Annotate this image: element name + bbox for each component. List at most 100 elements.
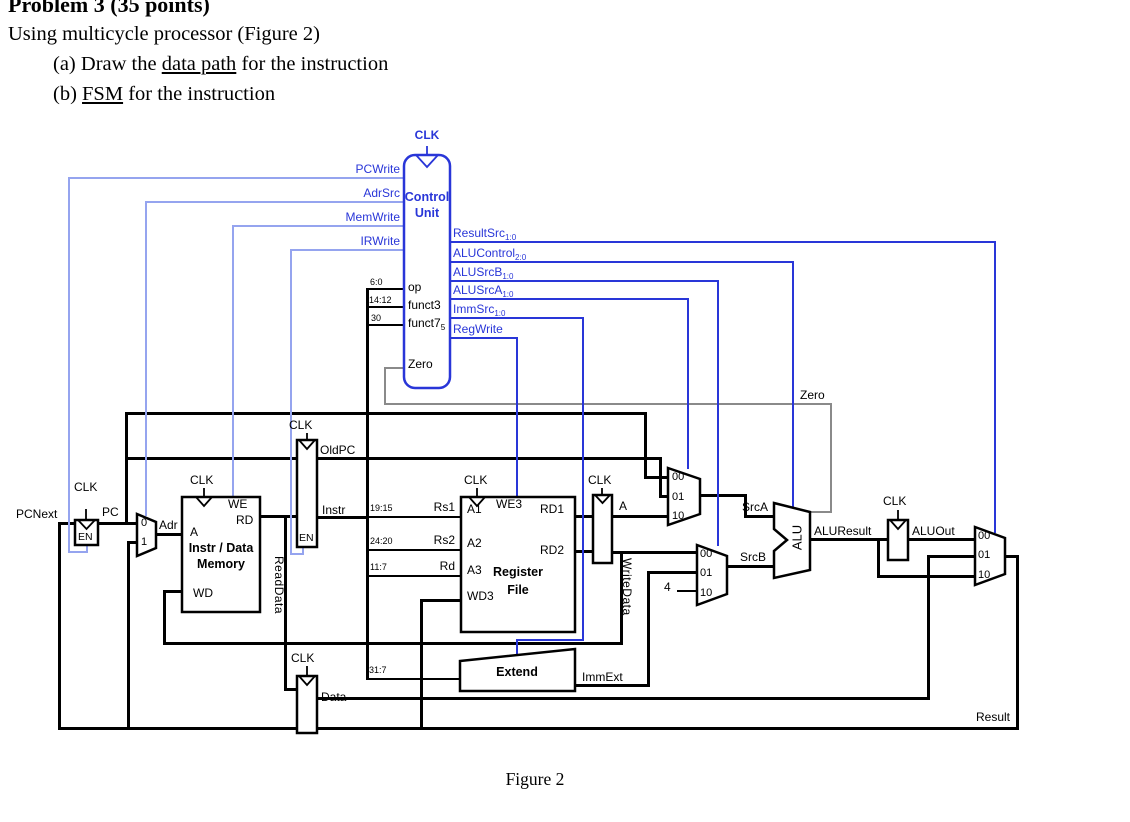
wire xyxy=(1005,555,1019,558)
rs1-label: Rs1 xyxy=(433,500,455,514)
wire xyxy=(450,261,794,263)
wire xyxy=(810,538,889,541)
alucontrol-signal-label: ALUControl2:0 xyxy=(453,246,527,263)
wire xyxy=(163,642,622,645)
regwrite-signal-label: RegWrite xyxy=(453,322,503,336)
data-label: Data xyxy=(321,690,347,704)
wire xyxy=(830,403,832,512)
four-constant-label: 4 xyxy=(664,580,671,594)
wire xyxy=(575,550,594,553)
wire xyxy=(163,590,183,593)
alu-name-label: ALU xyxy=(789,524,805,551)
wire xyxy=(284,515,287,691)
wire xyxy=(68,551,88,553)
adr-mux-0-label: 0 xyxy=(141,517,148,529)
result-mux-10-label: 10 xyxy=(978,569,991,581)
imm-bits-label: 31:7 xyxy=(369,665,387,675)
srcb-mux-shape xyxy=(695,543,729,607)
item-b-underlined: FSM xyxy=(82,83,124,105)
a-reg-out-label: A xyxy=(619,499,628,513)
wire xyxy=(516,337,518,498)
wire xyxy=(58,522,61,730)
adr-mux-1-label: 1 xyxy=(141,536,148,548)
resultsrc-signal-label: ResultSrc1:0 xyxy=(453,226,517,243)
wire xyxy=(644,412,647,479)
memory-rd-label: RD xyxy=(236,513,254,527)
aluout-label: ALUOut xyxy=(912,524,955,538)
wire xyxy=(928,555,976,558)
ir-register-box xyxy=(295,438,319,549)
memory-wd-label: WD xyxy=(193,586,213,600)
wire xyxy=(516,639,518,656)
memory-a-label: A xyxy=(190,525,199,539)
wire xyxy=(232,225,234,497)
wire xyxy=(927,555,930,700)
wire xyxy=(127,541,130,730)
wire xyxy=(717,280,719,546)
memory-clk-label: CLK xyxy=(190,473,214,487)
problem-title: Problem 3 (35 points) xyxy=(8,0,210,17)
oldpc-label: OldPC xyxy=(320,443,356,457)
regfile-we3-label: WE3 xyxy=(496,497,523,511)
funct7-port-label: funct75 xyxy=(408,316,446,333)
data-reg-clk-label: CLK xyxy=(291,651,315,665)
problem-line1: Using multicycle processor (Figure 2) xyxy=(8,23,320,45)
a-reg-clock-wedge-icon xyxy=(594,494,611,505)
wire xyxy=(367,516,462,518)
ir-clock-wedge-icon xyxy=(298,439,316,451)
wire xyxy=(612,551,698,554)
wire xyxy=(125,412,128,525)
wire xyxy=(994,241,996,533)
op-port-label: op xyxy=(408,280,422,294)
ir-en-label: EN xyxy=(299,532,314,544)
wire xyxy=(450,280,719,282)
control-unit-clk-label: CLK xyxy=(414,128,440,142)
srcb-mux-10-label: 10 xyxy=(700,587,713,599)
wire xyxy=(317,457,661,460)
wire xyxy=(575,684,649,687)
wire xyxy=(367,288,404,290)
control-unit-clock-wedge-icon xyxy=(415,154,439,169)
wire xyxy=(290,249,404,251)
regfile-clk-label: CLK xyxy=(464,473,488,487)
wire xyxy=(582,317,584,640)
wire xyxy=(367,324,404,326)
memory-name-line1: Instr / Data xyxy=(188,541,254,555)
wire xyxy=(687,298,689,469)
memory-clock-wedge-icon xyxy=(195,496,213,508)
regfile-rd1-label: RD1 xyxy=(540,502,565,516)
srca-mux-10-label: 10 xyxy=(672,510,685,522)
wire xyxy=(648,571,698,574)
alu-shape xyxy=(772,501,812,580)
result-mux-00-label: 00 xyxy=(978,530,991,542)
data-register-box xyxy=(295,674,319,735)
rs2-bits-label: 24:20 xyxy=(370,536,393,546)
instr-label: Instr xyxy=(322,503,346,517)
wire xyxy=(126,457,298,460)
wire xyxy=(58,727,1019,730)
wire xyxy=(317,516,368,519)
wire xyxy=(450,337,518,339)
pcnext-label: PCNext xyxy=(16,507,58,521)
pc-clk-label: CLK xyxy=(74,480,98,494)
op-bits-label: 6:0 xyxy=(370,277,383,287)
wire xyxy=(367,306,404,308)
wire xyxy=(98,522,138,525)
wire xyxy=(647,571,650,687)
item-a-marker: (a) xyxy=(53,53,76,75)
wire xyxy=(156,533,183,536)
wire xyxy=(908,538,976,541)
item-a-underlined: data path xyxy=(161,53,237,75)
wire xyxy=(127,541,137,544)
wire xyxy=(367,549,462,551)
a-writedata-register-box xyxy=(591,493,614,565)
rs1-bits-label: 19:15 xyxy=(370,503,393,513)
wire xyxy=(126,412,647,415)
wire xyxy=(659,457,662,498)
wire xyxy=(450,298,689,300)
memwrite-signal-label: MemWrite xyxy=(345,210,400,224)
wire xyxy=(744,494,747,518)
wire xyxy=(285,688,298,691)
wire xyxy=(145,201,404,203)
wire xyxy=(745,515,775,518)
